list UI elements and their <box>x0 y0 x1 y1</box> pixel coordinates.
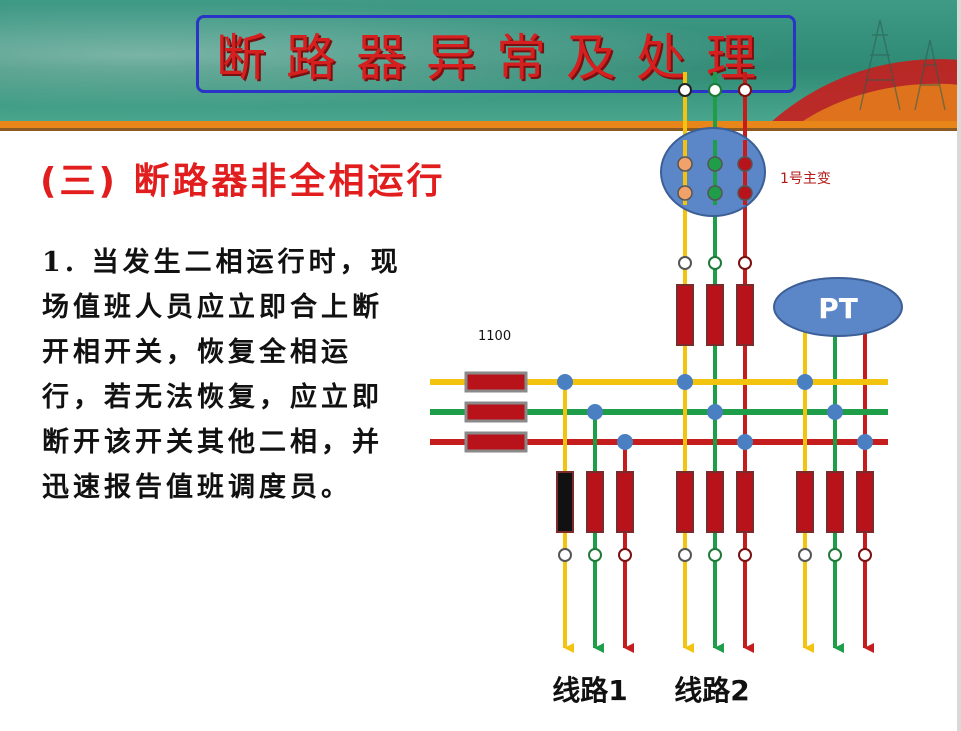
junction-node <box>797 374 813 390</box>
line1-label: 线路1 <box>552 674 627 707</box>
terminal <box>738 548 752 562</box>
page-title: 断路器异常及处理 <box>216 29 776 87</box>
header-banner <box>0 0 961 123</box>
line2-breaker-phase-c <box>736 471 754 533</box>
winding-terminal <box>737 185 753 201</box>
banner-decoration <box>770 19 961 123</box>
terminal <box>558 548 572 562</box>
breaker-phase-a <box>676 284 694 346</box>
line3-breaker-phase-c <box>856 471 874 533</box>
winding-terminal <box>737 156 753 172</box>
terminal <box>678 256 692 270</box>
line2-breaker-phase-a <box>676 471 694 533</box>
junction-node <box>737 434 753 450</box>
breaker-phase-b <box>706 284 724 346</box>
pt-label: PT <box>818 292 858 325</box>
line-3 <box>796 382 874 653</box>
instruction-text: 1. 当发生二相运行时，现场值班人员应立即合上断开相开关，恢复全相运行，若无法恢… <box>42 247 402 503</box>
section-subtitle: (三) 断路器非全相运行 <box>40 161 446 202</box>
terminal <box>858 548 872 562</box>
transformer-breakers <box>676 256 754 346</box>
line-2 <box>676 382 754 653</box>
terminal <box>708 256 722 270</box>
line1-breaker-phase-a-open <box>556 471 574 533</box>
terminal <box>798 548 812 562</box>
bus-breaker-label: 1100 <box>478 329 511 344</box>
line3-breaker-phase-a <box>796 471 814 533</box>
pt-device: PT <box>773 277 903 442</box>
terminal <box>588 548 602 562</box>
junction-node <box>827 404 843 420</box>
junction-node <box>557 374 573 390</box>
header-stripe <box>0 121 961 128</box>
terminal <box>738 83 752 97</box>
pt-body <box>773 277 903 337</box>
line1-breaker-phase-b <box>586 471 604 533</box>
bus-breaker-phase-a <box>464 371 528 393</box>
transformer-label: 1号主变 <box>780 171 831 187</box>
winding-terminal <box>677 156 693 172</box>
line1-breaker-phase-c <box>616 471 634 533</box>
line3-breaker-phase-b <box>826 471 844 533</box>
main-transformer <box>660 127 766 217</box>
winding-terminal <box>707 185 723 201</box>
line2-label: 线路2 <box>674 674 749 707</box>
terminal <box>678 83 692 97</box>
terminal <box>618 548 632 562</box>
terminal <box>708 548 722 562</box>
junction-node <box>707 404 723 420</box>
terminal <box>678 548 692 562</box>
line-1 <box>556 382 634 653</box>
terminal <box>738 256 752 270</box>
junction-node <box>617 434 633 450</box>
title-box: 断路器异常及处理 <box>196 15 796 93</box>
bus-breaker-phase-b <box>464 401 528 423</box>
winding-terminal <box>677 185 693 201</box>
bus-breaker-phase-c <box>464 431 528 453</box>
terminal <box>828 548 842 562</box>
page-edge <box>957 0 961 731</box>
junction-node <box>677 374 693 390</box>
junction-node <box>587 404 603 420</box>
junction-node <box>857 434 873 450</box>
line2-breaker-phase-b <box>706 471 724 533</box>
breaker-phase-c <box>736 284 754 346</box>
header-stripe-dark <box>0 128 961 131</box>
winding-terminal <box>707 156 723 172</box>
bus-junctions <box>557 374 873 450</box>
bus-breaker-1100 <box>464 371 528 453</box>
terminal <box>708 83 722 97</box>
